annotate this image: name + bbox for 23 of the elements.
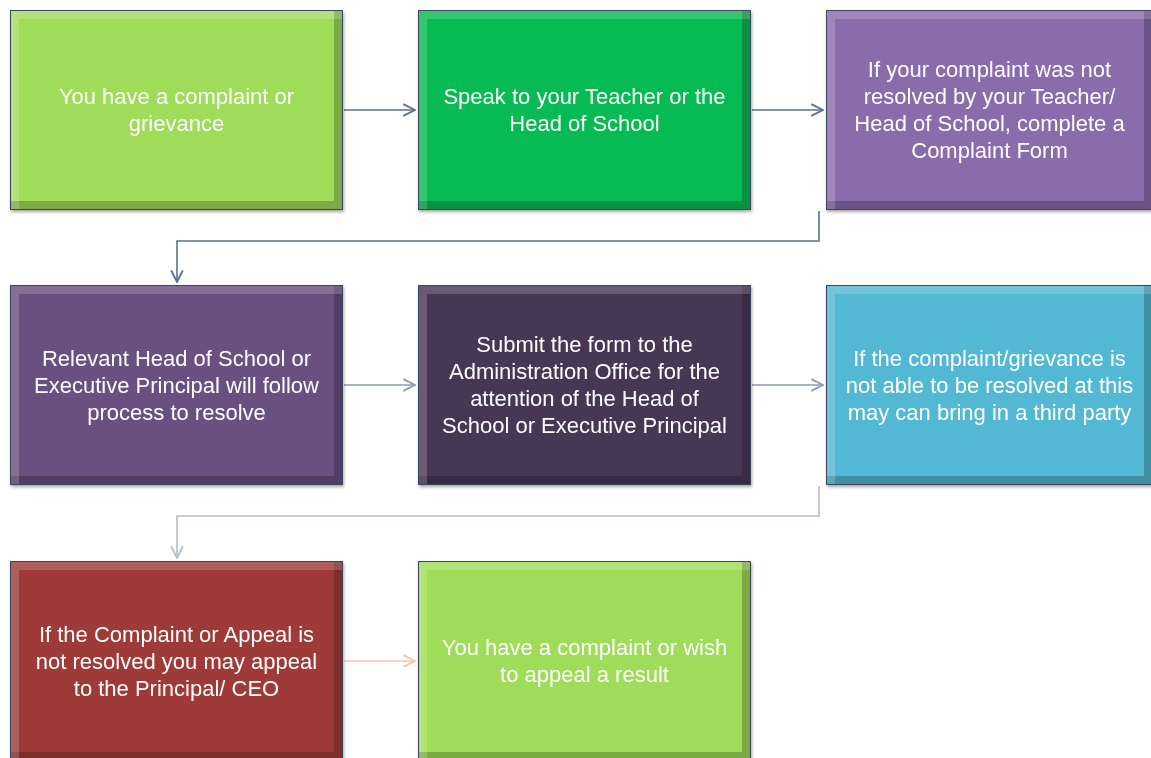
arrow (170, 485, 820, 559)
box-text: You have a complaint or wish to appeal a result (440, 634, 729, 688)
box-text: If the complaint/grievance is not able to be resolved at this may can bring in a third party (845, 344, 1134, 426)
box-text: Submit the form to the Administration Office for the attention of the Head of School or Executive Principal (441, 331, 728, 439)
process-box (826, 285, 1151, 485)
arrow (343, 654, 416, 668)
arrow (751, 103, 824, 117)
arrow (343, 103, 416, 117)
process-box (10, 285, 343, 485)
arrow (170, 210, 820, 283)
process-box (418, 285, 751, 485)
box-text: Speak to your Teacher or the Head of School (442, 83, 727, 137)
process-box (826, 10, 1151, 210)
arrow (751, 378, 824, 392)
process-box (418, 10, 751, 210)
box-text: If your complaint was not resolved by your Teacher/ Head of School, complete a Complaint Form (853, 56, 1126, 164)
box-text: Relevant Head of School or Executive Principal will follow process to resolve (33, 344, 320, 426)
arrow (343, 378, 416, 392)
process-box (10, 561, 343, 758)
process-box (418, 561, 751, 758)
process-box (10, 10, 343, 210)
box-text: You have a complaint or grievance (57, 83, 296, 137)
box-text: If the Complaint or Appeal is not resolved you may appeal to the Principal/ CEO (34, 620, 319, 702)
